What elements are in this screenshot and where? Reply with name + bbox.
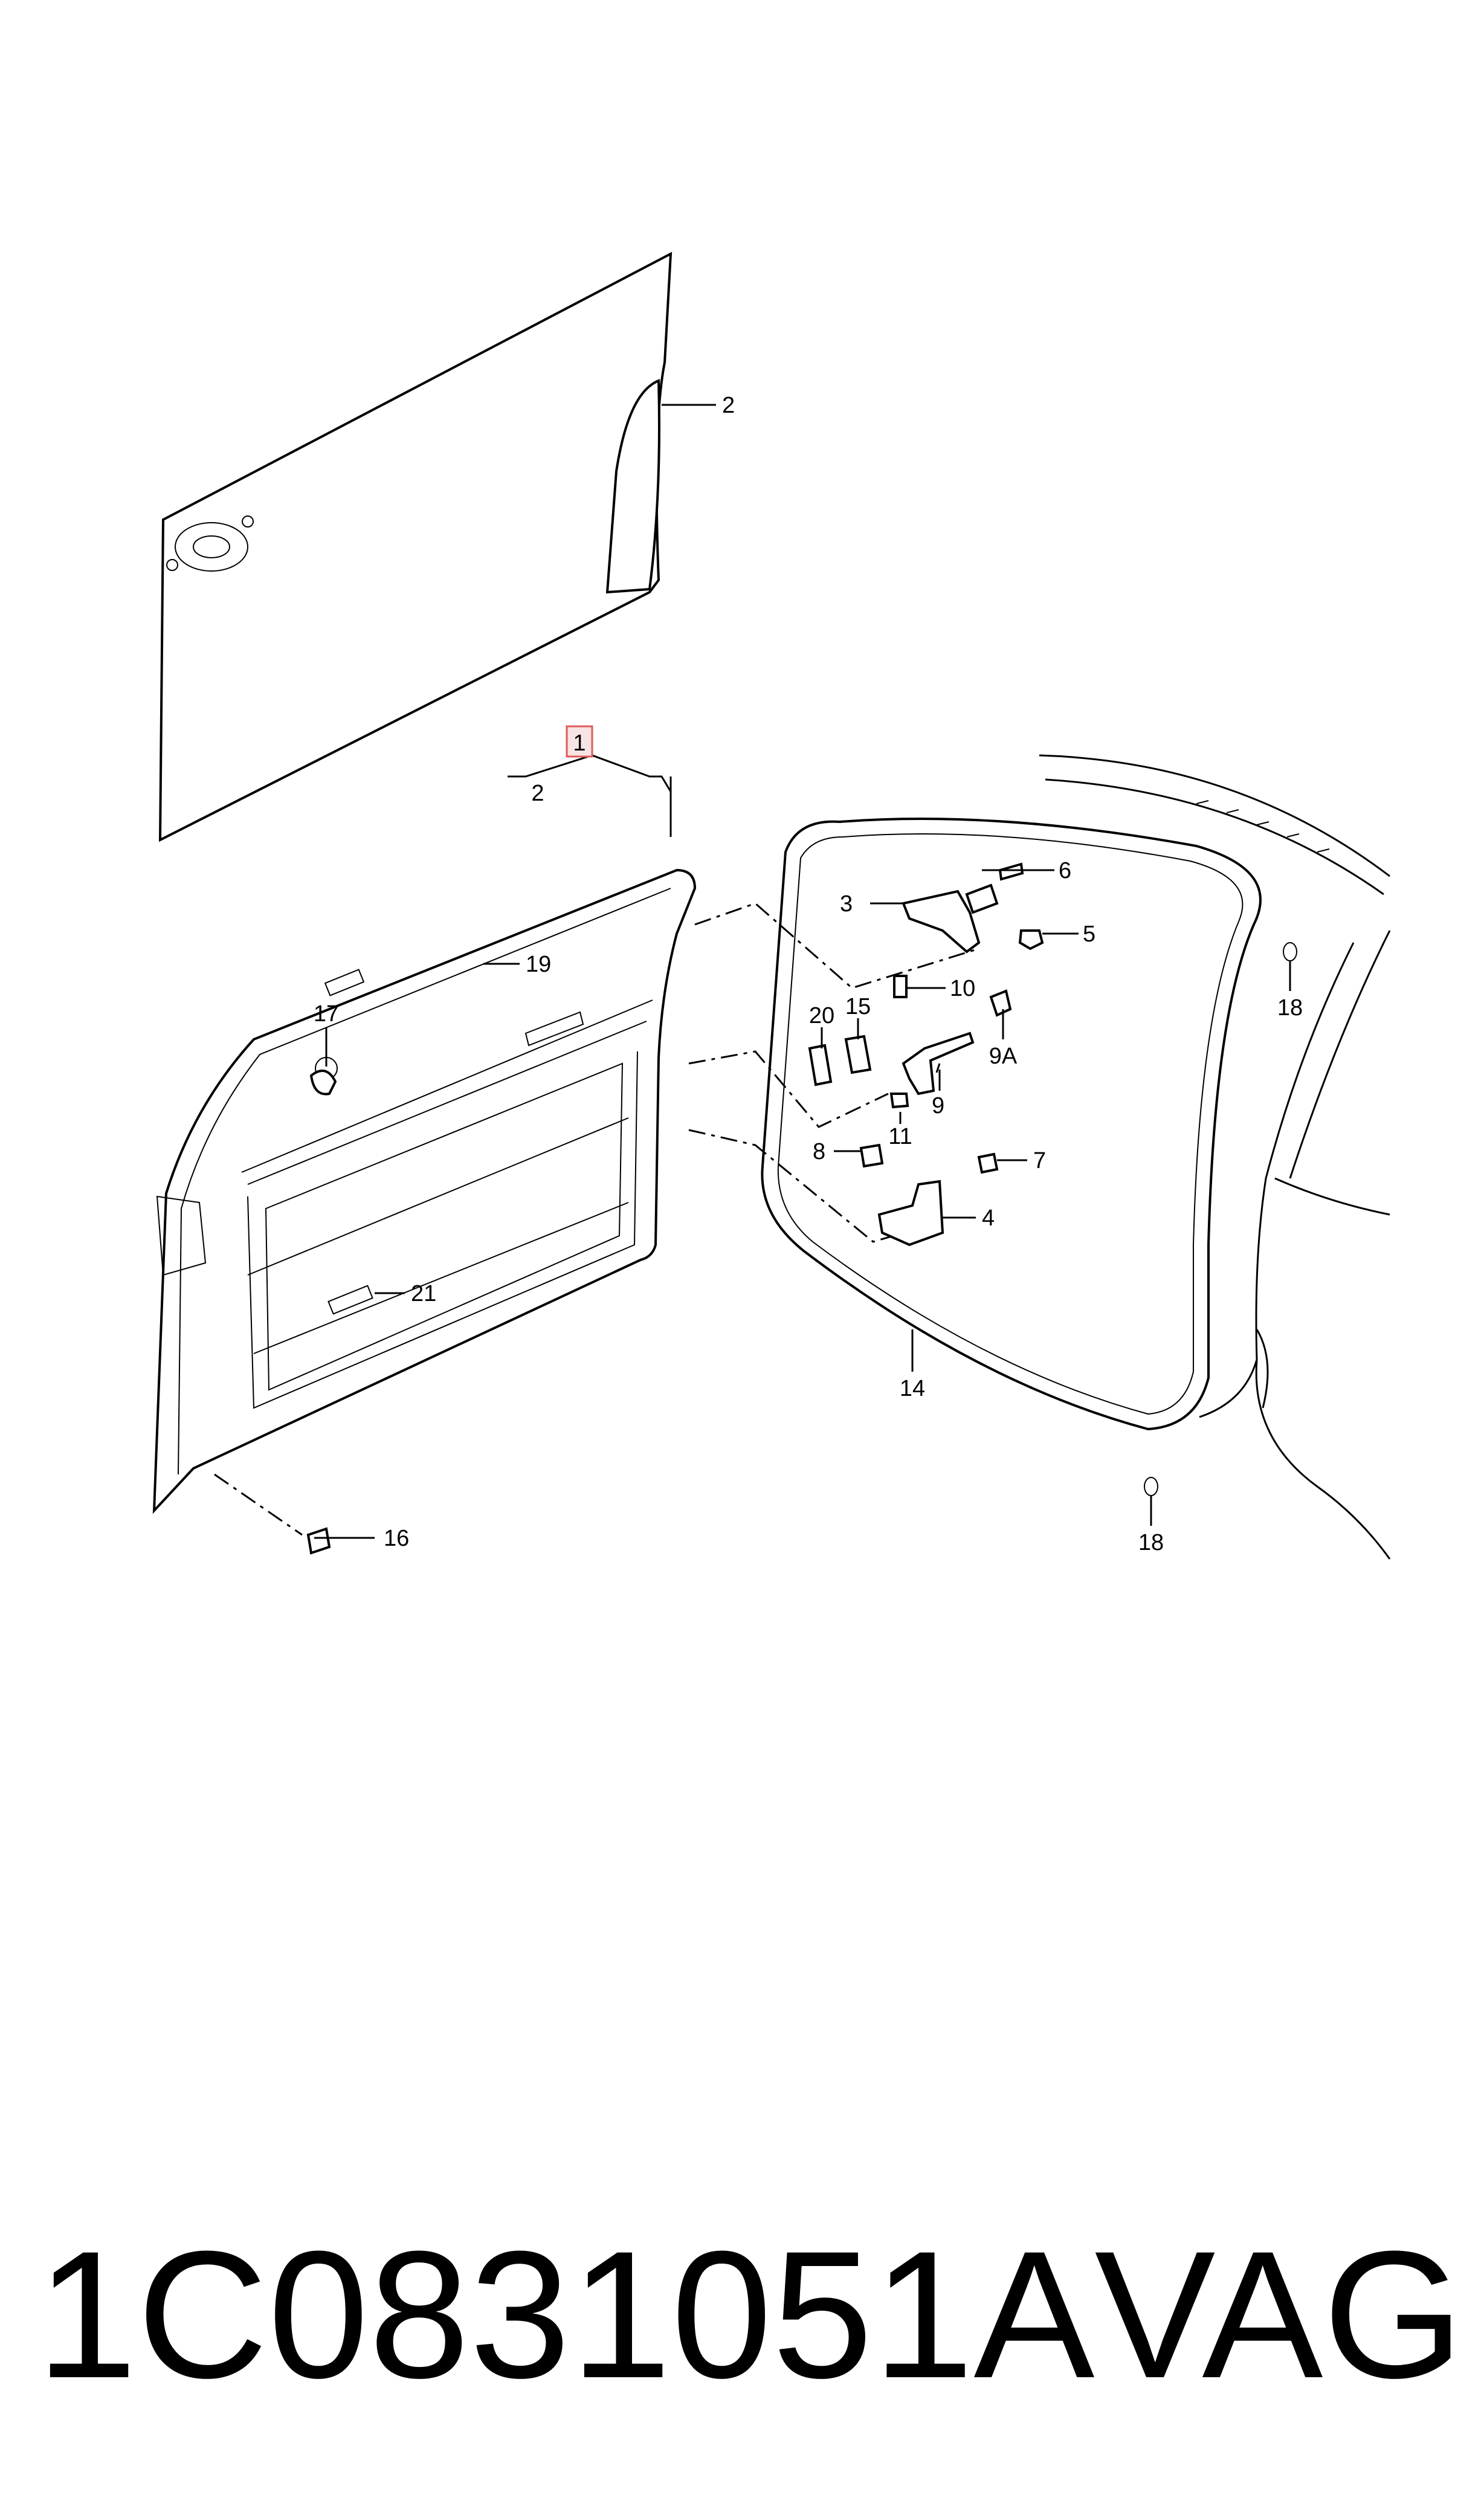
door-check-strap <box>902 1031 975 1096</box>
callout-4: 4 <box>982 1206 995 1231</box>
callout-1: 1 <box>573 731 586 756</box>
door-shell <box>152 868 697 1514</box>
callout-17: 17 <box>314 1001 339 1027</box>
upper-hinge <box>902 883 999 954</box>
callout-19: 19 <box>526 952 551 977</box>
callout-9a: 9A <box>989 1044 1018 1069</box>
callout-20: 20 <box>809 1003 834 1028</box>
callout-18-lower: 18 <box>1138 1530 1164 1555</box>
callout-15: 15 <box>845 994 871 1019</box>
callout-3: 3 <box>840 891 853 917</box>
callout-2-group: 2 <box>531 781 544 806</box>
lower-hinge <box>877 1180 944 1247</box>
car-body-contour <box>1039 754 1391 1560</box>
brand-name: VAG <box>1094 2213 1464 2416</box>
callout-9: 9 <box>932 1093 944 1119</box>
callout-16: 16 <box>384 1526 409 1551</box>
callout-2-top: 2 <box>722 393 735 418</box>
door-seal <box>761 818 1262 1431</box>
callout-7: 7 <box>1033 1148 1046 1173</box>
callout-8: 8 <box>813 1139 825 1164</box>
fasteners <box>306 862 1297 1555</box>
door-outer-skin <box>158 251 673 842</box>
callout-10: 10 <box>950 976 975 1001</box>
door-parts-exploded-diagram: 1 2 2 3 4 5 6 7 8 9 9A 10 11 14 15 16 17… <box>152 251 1391 1560</box>
caption-bar: 1C0831051A VAG <box>36 2213 1464 2416</box>
part-number: 1C0831051A <box>36 2213 1095 2416</box>
callout-21: 21 <box>411 1281 436 1306</box>
callout-6: 6 <box>1059 858 1071 883</box>
callout-14: 14 <box>900 1376 925 1401</box>
callout-labels: 1 2 2 3 4 5 6 7 8 9 9A 10 11 14 15 16 17… <box>314 393 1303 1555</box>
callout-11: 11 <box>888 1124 912 1149</box>
callout-5: 5 <box>1083 922 1095 947</box>
callout-18-upper: 18 <box>1277 995 1303 1021</box>
leader-lines <box>314 754 1291 1539</box>
item-1-highlight-box <box>566 725 593 758</box>
